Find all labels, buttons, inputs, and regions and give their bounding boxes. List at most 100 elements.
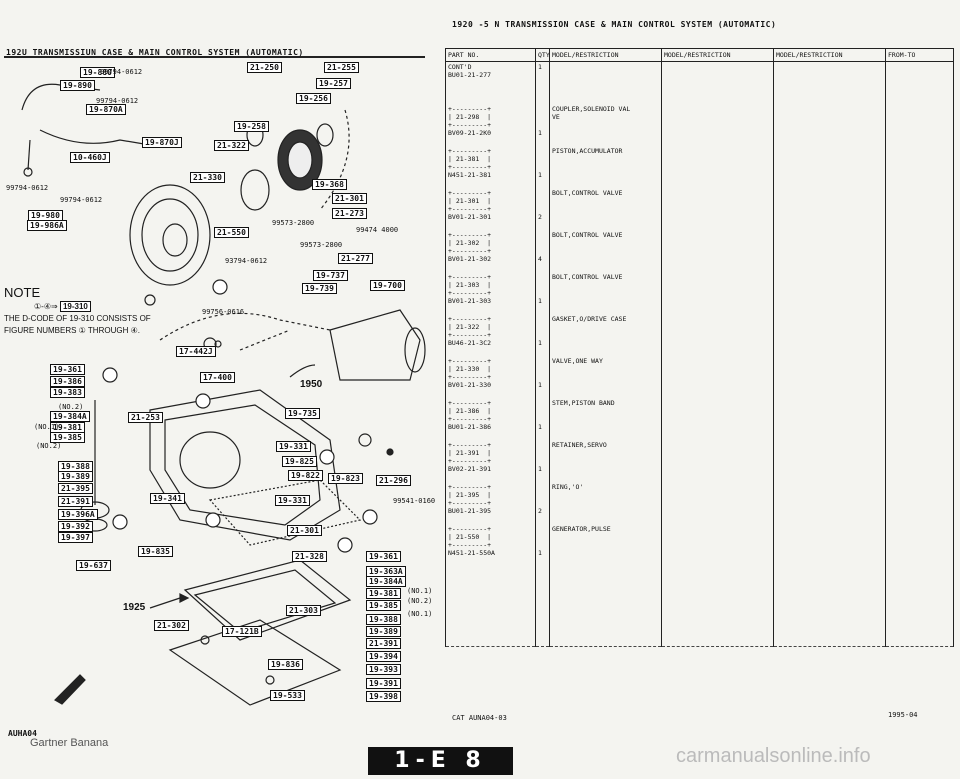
table-cell-desc: BOLT,CONTROL VALVE xyxy=(549,188,662,230)
table-cell-empty xyxy=(661,146,774,188)
table-cell-empty xyxy=(773,146,886,188)
page-label: 1-E 8 xyxy=(368,747,513,775)
table-cell-empty xyxy=(773,482,886,524)
part-code: 99794-0612 xyxy=(96,97,139,105)
table-cell-empty xyxy=(661,104,774,146)
table-cell-empty xyxy=(661,524,774,647)
table-cell-desc: PISTON,ACCUMULATOR xyxy=(549,146,662,188)
callout-label: 21-322 xyxy=(214,140,249,151)
callout-label: 17-121B xyxy=(222,626,262,637)
callout-label: 21-277 xyxy=(338,253,373,264)
table-cell-qty: 1 xyxy=(535,272,550,314)
callout-label: 19-385 xyxy=(50,432,85,443)
footer-code: AUHA04 xyxy=(8,729,37,738)
callout-label: 19-737 xyxy=(313,270,348,281)
table-cell-empty xyxy=(885,440,954,482)
callout-label: 10-460J xyxy=(70,152,110,163)
callout-label: 21-303 xyxy=(286,605,321,616)
callout-label: 21-253 xyxy=(128,412,163,423)
callout-label: 19-637 xyxy=(76,560,111,571)
table-cell-empty xyxy=(773,398,886,440)
callout-label: 21-330 xyxy=(190,172,225,183)
callout-label: 21-273 xyxy=(332,208,367,219)
part-code: 99756-0616 xyxy=(202,308,245,316)
callout-label: 21-391 xyxy=(58,496,93,507)
no-label: (NO.2) xyxy=(407,597,433,605)
callout-label: 19-735 xyxy=(285,408,320,419)
callout-label: 19-825 xyxy=(282,456,317,467)
part-code: 99474 4000 xyxy=(356,226,399,234)
callout-label: 19-331 xyxy=(275,495,310,506)
table-cell-empty xyxy=(773,61,886,104)
table-cell-desc: COUPLER,SOLENOID VAL VE xyxy=(549,104,662,146)
table-cell-desc: RING,'O' xyxy=(549,482,662,524)
callout-label: 19-384A xyxy=(366,576,406,587)
table-row: +---------+ | 21-550 | +---------+ N451-… xyxy=(445,524,954,647)
table-row: +---------+ | 21-381 | +---------+ N451-… xyxy=(445,146,954,188)
table-cell-part: +---------+ | 21-395 | +---------+ BU01-… xyxy=(445,482,536,524)
note-line2: THE D-CODE OF 19-310 CONSISTS OF xyxy=(4,314,151,323)
callout-label: 21-250 xyxy=(247,62,282,73)
table-cell-qty: 1 xyxy=(535,146,550,188)
note-code: 19-310 xyxy=(59,301,91,312)
callout-label: 19-870J xyxy=(142,137,182,148)
part-code: 99794-0612 xyxy=(100,68,143,76)
table-cell-empty xyxy=(661,356,774,398)
col-part-no: PART NO. xyxy=(445,48,536,62)
col-from-to: FROM-TO xyxy=(885,48,954,62)
table-cell-desc: VALVE,ONE WAY xyxy=(549,356,662,398)
table-cell-desc: GASKET,O/DRIVE CASE xyxy=(549,314,662,356)
col-model-2: MODEL/RESTRICTION xyxy=(661,48,774,62)
callout-label: 21-302 xyxy=(154,620,189,631)
table-cell-empty xyxy=(661,398,774,440)
callout-label: 19-870A xyxy=(86,104,126,115)
no-label: (NO.1) xyxy=(407,610,433,618)
part-code: 93794-0612 xyxy=(225,257,268,265)
callout-label: 21-255 xyxy=(324,62,359,73)
callout-label: 19-384A xyxy=(50,411,90,422)
note-line3: FIGURE NUMBERS ① THROUGH ④. xyxy=(4,326,140,335)
table-cell-desc: STEM,PISTON BAND xyxy=(549,398,662,440)
table-row: +---------+ | 21-303 | +---------+ BV01-… xyxy=(445,272,954,314)
table-cell-empty xyxy=(885,398,954,440)
table-row: +---------+ | 21-298 | +---------+ BV09-… xyxy=(445,104,954,146)
table-row: +---------+ | 21-391 | +---------+ BV02-… xyxy=(445,440,954,482)
part-code: 99541-0160 xyxy=(393,497,436,505)
table-header: PART NO. QTY MODEL/RESTRICTION MODEL/RES… xyxy=(445,48,954,62)
year-1925: 1925 xyxy=(123,602,146,613)
table-cell-empty xyxy=(885,314,954,356)
callout-label: 19-835 xyxy=(138,546,173,557)
table-cell-empty xyxy=(773,188,886,230)
table-cell-empty xyxy=(885,61,954,104)
table-cell-qty: 1 xyxy=(535,524,550,647)
table-cell-empty xyxy=(885,272,954,314)
callout-label: 21-391 xyxy=(366,638,401,649)
table-cell-empty xyxy=(885,188,954,230)
table-cell-empty xyxy=(885,230,954,272)
table-cell-qty: 2 xyxy=(535,482,550,524)
callout-label: 19-397 xyxy=(58,532,93,543)
table-cell-empty xyxy=(661,188,774,230)
col-qty: QTY xyxy=(535,48,550,62)
callout-label: 17-400 xyxy=(200,372,235,383)
table-cell-empty xyxy=(661,230,774,272)
part-code: 99573-2800 xyxy=(300,241,343,249)
year-1950: 1950 xyxy=(300,379,323,390)
callout-label: 19-533 xyxy=(270,690,305,701)
callout-label: 19-396A xyxy=(58,509,98,520)
exploded-diagram xyxy=(4,56,426,706)
table-cell-empty xyxy=(885,356,954,398)
callout-label: 21-301 xyxy=(332,193,367,204)
table-row: +---------+ | 21-395 | +---------+ BU01-… xyxy=(445,482,954,524)
note-title: NOTE xyxy=(4,285,41,300)
page-title-left: 192U TRANSMISSIUN CASE & MAIN CONTROL SY… xyxy=(6,48,304,57)
table-cell-qty: 4 xyxy=(535,230,550,272)
table-cell-empty xyxy=(773,314,886,356)
table-cell-desc: BOLT,CONTROL VALVE xyxy=(549,272,662,314)
callout-label: 19-394 xyxy=(366,651,401,662)
callout-label: 19-739 xyxy=(302,283,337,294)
table-cell-part: +---------+ | 21-391 | +---------+ BV02-… xyxy=(445,440,536,482)
part-code: 99794-0612 xyxy=(60,196,103,204)
table-cell-part: +---------+ | 21-302 | +---------+ BV01-… xyxy=(445,230,536,272)
callout-label: 19-391 xyxy=(366,678,401,689)
